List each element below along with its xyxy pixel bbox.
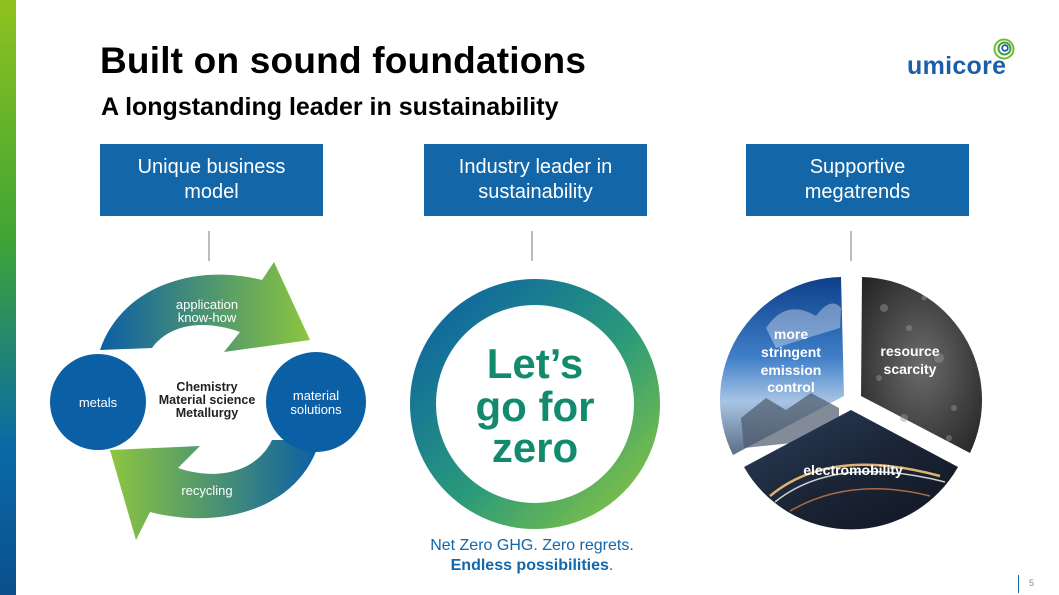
side-gradient-bar (0, 0, 16, 595)
cycle-node-metals (50, 354, 146, 450)
cycle-center-label: Material science (159, 393, 256, 407)
page-title: Built on sound foundations (100, 40, 587, 81)
segment-a-label: control (767, 379, 814, 395)
swirl-icon (993, 38, 1015, 60)
pillar-label: Unique business model (137, 156, 286, 203)
cycle-arrow-top (100, 262, 310, 352)
zero-line: go for (476, 383, 595, 430)
segment-b-label: resource (880, 343, 939, 359)
zero-caption-bold: Endless possibilities (450, 557, 609, 574)
connector-line (850, 231, 852, 261)
umicore-logo: umicore (905, 38, 1020, 83)
zero-line: Let’s (487, 340, 583, 387)
logo-text: umicore (907, 52, 1007, 80)
segment-c-label: electromobility (803, 462, 903, 478)
segment-resource-scarcity (861, 277, 983, 453)
segment-b-label: scarcity (884, 361, 937, 377)
pillar-megatrends: Supportive megatrends (746, 144, 969, 216)
zero-caption-line1: Net Zero GHG. Zero regrets. (430, 537, 634, 554)
segment-electromobility (744, 410, 958, 530)
zero-caption-end: . (608, 557, 614, 574)
cycle-top-label: know-how (178, 310, 237, 325)
zero-badge: Let’s go for zero (410, 279, 660, 529)
segment-a-label: emission (761, 362, 822, 378)
page-number: 5 (1029, 578, 1035, 588)
cycle-left-label: metals (79, 395, 118, 410)
business-cycle-diagram: application know-how recycling metals ma… (50, 262, 366, 540)
segment-a-label: more (774, 326, 808, 342)
cycle-right-label: material (293, 388, 339, 403)
cycle-bottom-label: recycling (181, 483, 232, 498)
connector-line (208, 231, 210, 261)
cycle-node-material-solutions (266, 352, 366, 452)
pillar-label: Supportive megatrends (804, 156, 911, 203)
page-subtitle: A longstanding leader in sustainability (101, 93, 559, 121)
zero-line: zero (492, 424, 578, 471)
connector-line (531, 231, 533, 261)
segment-a-label: stringent (761, 344, 821, 360)
zero-ring (410, 279, 660, 529)
cycle-right-label: solutions (290, 402, 342, 417)
cycle-arrow-bottom (110, 440, 320, 540)
pillar-label: Industry leader in sustainability (458, 156, 613, 203)
pillar-sustainability: Industry leader in sustainability (424, 144, 647, 216)
pillar-business-model: Unique business model (100, 144, 323, 216)
megatrends-pie: more stringent emission control resource… (720, 277, 983, 530)
zero-caption-line2: Endless possibilities. (414, 557, 650, 575)
cycle-center-label: Chemistry (176, 380, 237, 394)
cycle-top-label: application (176, 297, 238, 312)
page-number-divider (1018, 575, 1019, 593)
cycle-center-label: Metallurgy (176, 406, 239, 420)
